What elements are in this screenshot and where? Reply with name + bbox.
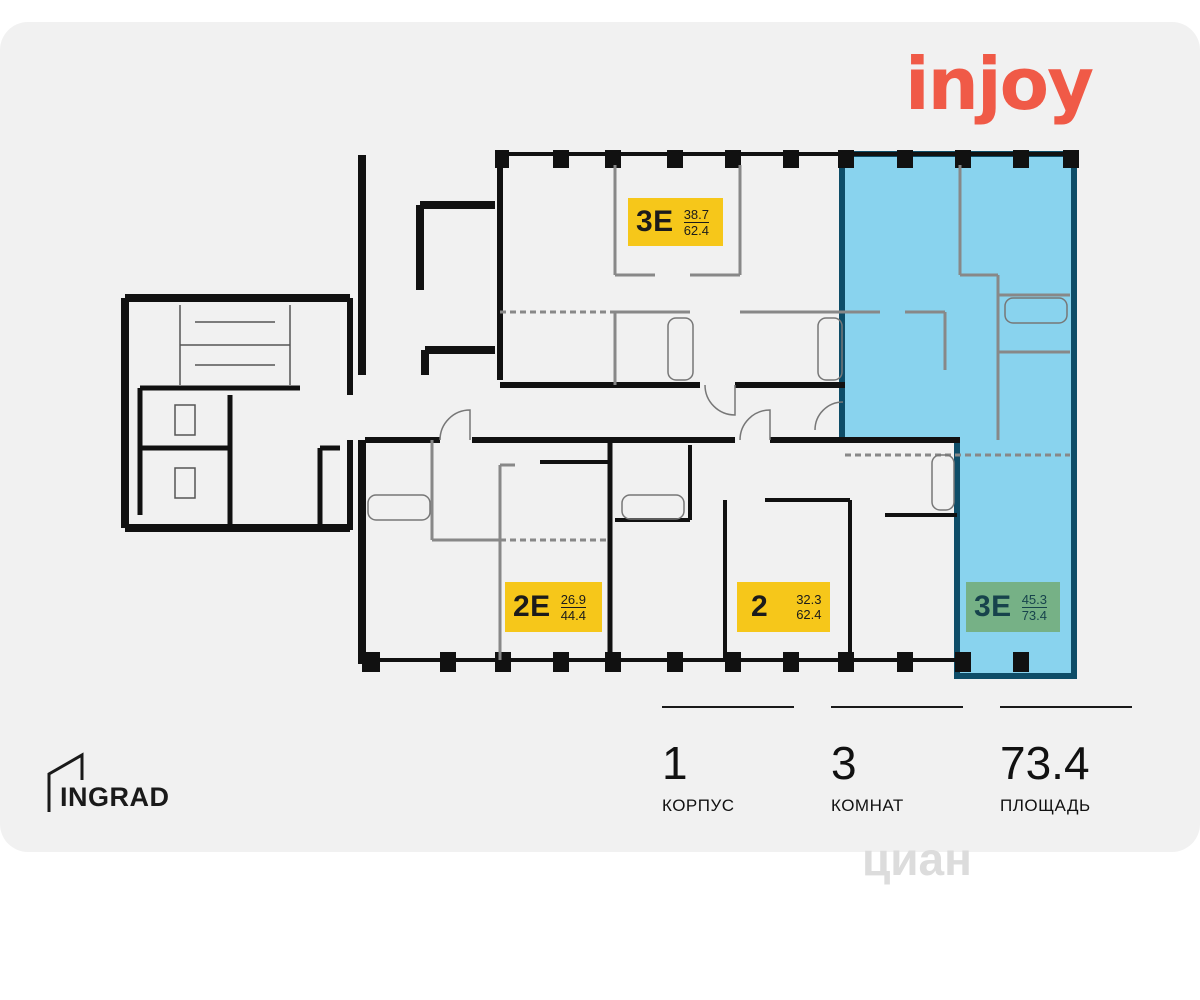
- apartment-code: 2: [751, 590, 769, 623]
- bathtubs: [367, 297, 1068, 521]
- window-columns: [362, 150, 1079, 672]
- apartment-badge-2e[interactable]: 2E 26.9 44.4: [505, 582, 602, 632]
- apartment-badge-2[interactable]: 2 32.3 62.4: [737, 582, 830, 632]
- living-area: 26.9: [560, 591, 587, 608]
- stat-divider: [831, 706, 963, 708]
- apartment-areas: 32.3 62.4: [796, 592, 821, 622]
- living-area: 45.3: [1021, 591, 1048, 608]
- apartment-code: 3E: [974, 590, 1012, 623]
- cian-watermark: циан: [862, 833, 972, 885]
- ingrad-logo: INGRAD: [46, 752, 170, 814]
- apartment-areas: 26.9 44.4: [560, 591, 587, 623]
- stat-area: 73.4 ПЛОЩАДЬ: [1000, 706, 1132, 816]
- stat-label: ПЛОЩАДЬ: [1000, 796, 1091, 815]
- doors: [439, 384, 844, 441]
- apartment-badge-3e-selected[interactable]: 3E 45.3 73.4: [966, 582, 1060, 632]
- total-area: 73.4: [1021, 607, 1048, 623]
- injoy-logo: injoy: [905, 42, 1094, 126]
- stat-label: КОМНАТ: [831, 796, 904, 815]
- apartment-areas: 38.7 62.4: [683, 206, 710, 238]
- apartment-code: 3E: [636, 205, 674, 238]
- stat-label: КОРПУС: [662, 796, 735, 815]
- house-icon: [47, 752, 84, 812]
- stat-value: 1: [662, 737, 688, 789]
- stat-divider: [662, 706, 794, 708]
- total-area: 62.4: [796, 607, 822, 622]
- apartment-areas: 45.3 73.4: [1021, 591, 1048, 623]
- ingrad-wordmark: INGRAD: [60, 782, 170, 812]
- total-area: 44.4: [560, 607, 587, 623]
- partitions: [430, 165, 1070, 660]
- apartment-code: 2E: [513, 590, 551, 623]
- living-area: 32.3: [796, 592, 822, 607]
- staircase: [174, 305, 291, 499]
- stat-value: 3: [831, 737, 857, 789]
- walls: [121, 152, 1074, 664]
- stat-value: 73.4: [1000, 737, 1090, 789]
- stat-building: 1 КОРПУС: [662, 706, 794, 816]
- living-area: 38.7: [683, 206, 710, 223]
- stat-rooms: 3 КОМНАТ: [831, 706, 963, 816]
- total-area: 62.4: [683, 222, 710, 238]
- apartment-badge-3e-top[interactable]: 3E 38.7 62.4: [628, 198, 723, 246]
- stat-divider: [1000, 706, 1132, 708]
